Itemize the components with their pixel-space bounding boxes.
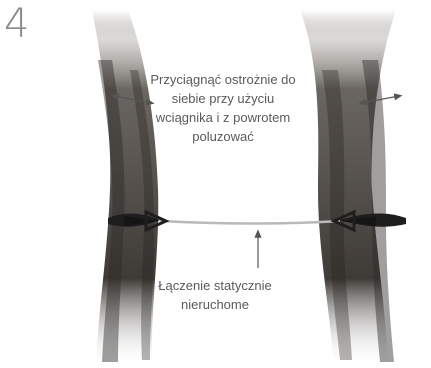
right-tree-trunk bbox=[300, 10, 396, 368]
static-connection-caption: Łączenie statycznie nieruchome bbox=[150, 276, 280, 314]
slackline-rope bbox=[160, 221, 340, 224]
left-tree-trunk bbox=[92, 10, 158, 368]
adjust-tension-caption: Przyciągnąć ostrożnie do siebie przy uży… bbox=[148, 70, 298, 146]
